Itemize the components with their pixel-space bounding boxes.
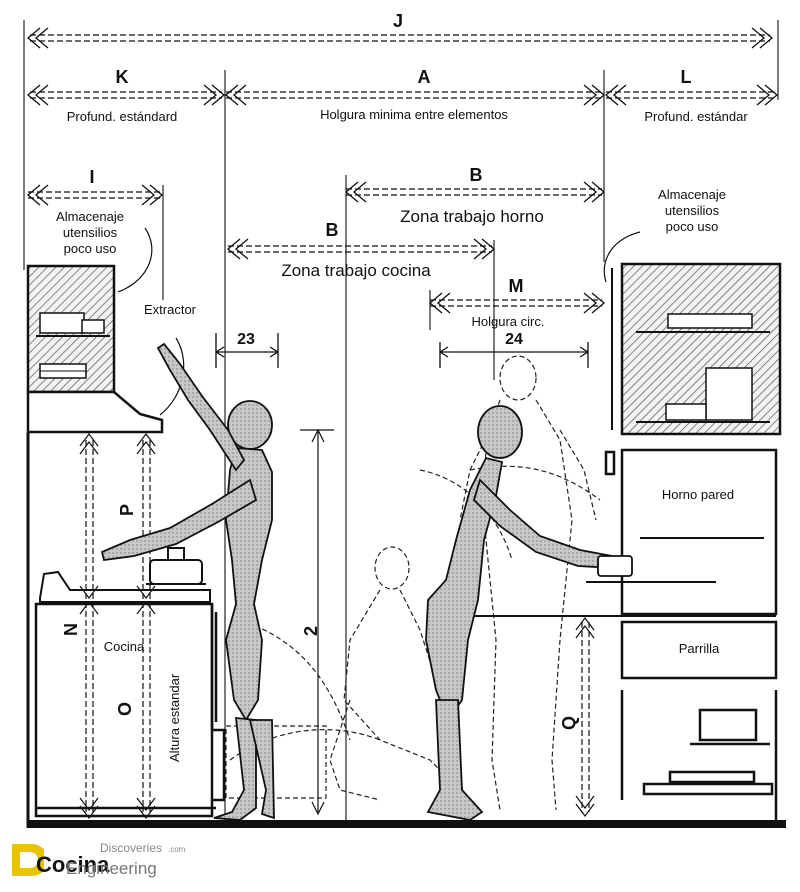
dimension-line-24: [438, 342, 590, 368]
base-cabinet: [34, 602, 226, 818]
dimension-line-n-o: [79, 433, 99, 819]
label-dimension-n: N: [61, 623, 81, 636]
label-dimension-24: 24: [505, 331, 523, 348]
right-upper-cabinet: [611, 262, 782, 436]
label-almacenaje-left-2: utensilios: [62, 225, 118, 240]
label-dimension-b-cocina: B: [325, 220, 339, 240]
label-zona-trabajo-horno: Zona trabajo horno: [400, 207, 544, 226]
wall-oven: [604, 448, 778, 616]
label-dimension-o: O: [115, 701, 135, 716]
label-dimension-2: 2: [301, 625, 321, 636]
grill-drawer: [620, 620, 778, 680]
brand-logo-icon: [12, 844, 44, 876]
standing-figure-right: [425, 405, 633, 821]
label-extractor: Extractor: [144, 302, 197, 317]
label-profund-right: Profund. estándar: [644, 109, 748, 124]
dimension-line-k: [26, 84, 226, 106]
label-altura-estandar: Altura estandar: [167, 673, 182, 762]
dimension-line-23: [214, 333, 280, 368]
footer-site-bottom: Engineering: [66, 859, 157, 878]
label-parrilla: Parrilla: [678, 641, 720, 656]
range-hood: [26, 390, 164, 434]
label-dimension-b-horno: B: [469, 165, 483, 185]
label-almacenaje-left-1: Almacenaje: [56, 209, 124, 224]
label-dimension-l: L: [680, 67, 692, 87]
dimension-line-j: [26, 27, 774, 49]
label-cocina: Cocina: [103, 639, 145, 654]
dimension-line-b-horno: [344, 181, 606, 203]
dimension-line-2: [300, 428, 334, 816]
label-profund-left: Profund. estándard: [66, 109, 178, 124]
footer-logo-text: Cocina: [36, 852, 110, 877]
dimension-line-p: [136, 433, 156, 819]
dimension-line-i: [26, 184, 164, 206]
label-horno-pared: Horno pared: [661, 487, 735, 502]
label-holgura-circ: Holgura circ.: [471, 314, 545, 329]
label-almacenaje-right-1: Almacenaje: [658, 187, 726, 202]
footer-site-domain: .com: [168, 845, 186, 854]
dimension-line-m: [428, 292, 606, 314]
floor: [28, 820, 786, 828]
left-upper-cabinet: [26, 264, 116, 394]
dimension-line-b-cocina: [226, 238, 496, 260]
label-almacenaje-right-2: utensilios: [664, 203, 720, 218]
label-dimension-m: M: [508, 276, 524, 296]
label-dimension-q: Q: [559, 715, 579, 730]
label-almacenaje-right-3: poco uso: [665, 219, 719, 234]
dimension-line-l: [604, 84, 779, 106]
label-dimension-p: P: [117, 503, 137, 516]
label-dimension-k: K: [115, 67, 129, 87]
footer-watermark: Cocina Discoveries .com Engineering: [8, 838, 228, 884]
label-dimension-i: I: [89, 167, 95, 187]
footer-site-top: Discoveries: [100, 841, 163, 855]
right-lower-cabinet: [620, 690, 778, 820]
label-dimension-23: 23: [237, 331, 255, 348]
dimension-line-q: [575, 617, 595, 817]
label-holgura-minima: Holgura minima entre elementos: [320, 107, 508, 122]
label-zona-trabajo-cocina: Zona trabajo cocina: [281, 261, 431, 280]
label-dimension-a: A: [417, 67, 431, 87]
standing-figure-left: [100, 342, 275, 821]
label-dimension-j: J: [392, 11, 404, 31]
label-almacenaje-left-3: poco uso: [63, 241, 117, 256]
dimension-line-a: [224, 84, 606, 106]
ghost-figures: [225, 355, 601, 811]
